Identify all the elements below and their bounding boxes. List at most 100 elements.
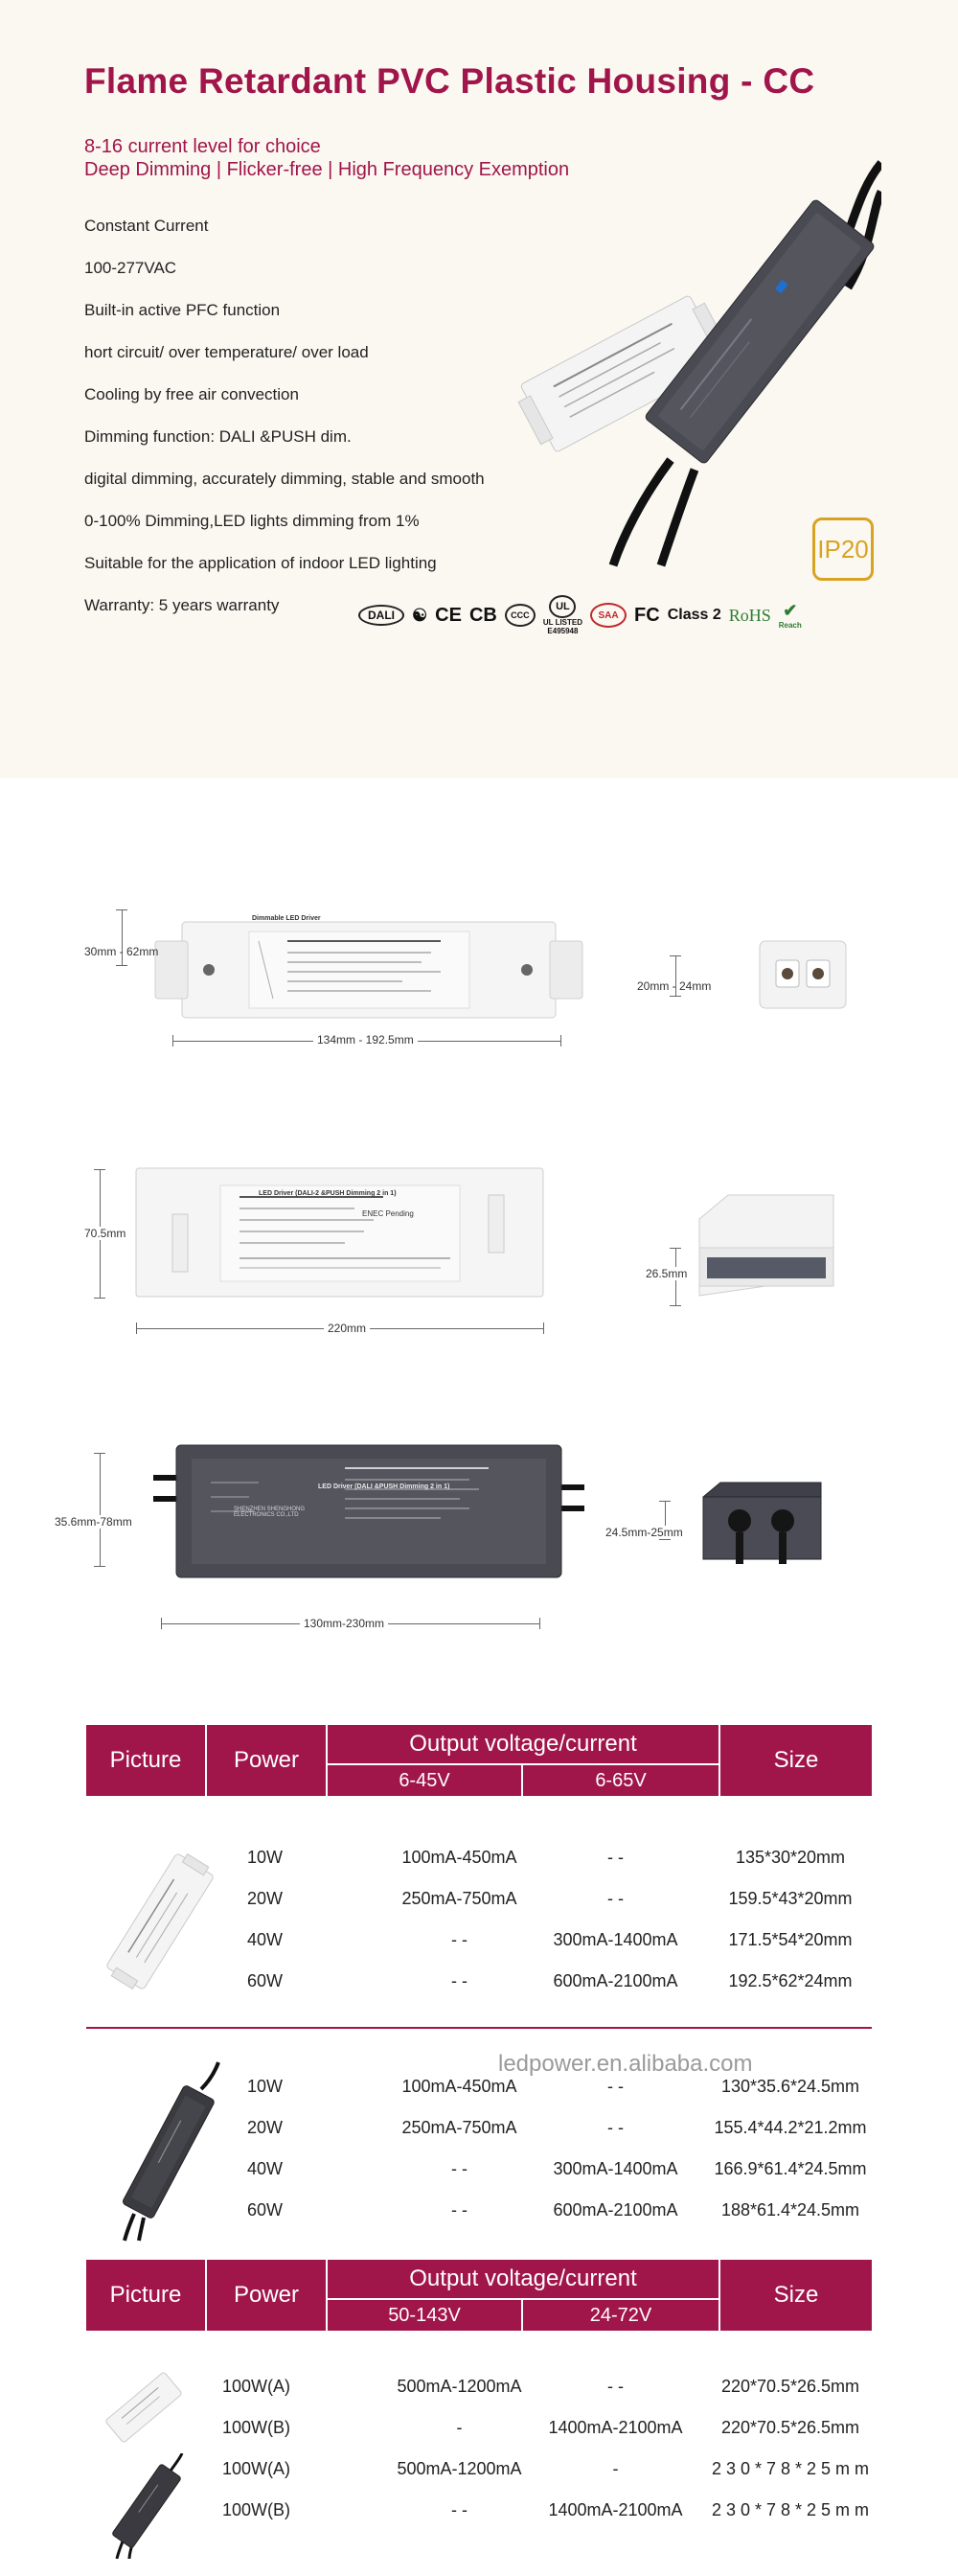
table-row-power: 10W [247,2077,284,2096]
table-row-size: 188*61.4*24.5mm [720,2200,860,2220]
header-range-1: 6-45V [399,1769,450,1791]
certification-row: DALI ☯ CE CB CCC UL UL LISTED E495948 SA… [358,595,876,635]
table-row-range-2: 600mA-2100mA [553,1971,678,1990]
feature-item: Dimming function: DALI &PUSH dim. [84,427,352,446]
table-row-range-1: - [456,2418,463,2437]
product-dark-large-driver-image [112,2453,184,2559]
driver-white-small-image [154,921,583,1019]
subtitle-levels: 8-16 current level for choice [84,136,321,157]
table-row-range-1: 500mA-1200mA [397,2459,522,2478]
table-row-range-1: - - [451,2159,468,2178]
feature-item: hort circuit/ over temperature/ over loa… [84,343,369,361]
dimension-label-width: 220mm [324,1322,371,1335]
product-white-large-driver-image [105,2372,182,2443]
reach-logo-icon: ✔ Reach [778,601,802,630]
table-row-range-1: - - [451,1930,468,1949]
table-row-range-1: - - [451,2500,468,2519]
product-dark-driver-image [123,2061,220,2242]
table-row-range-1: 100mA-450mA [401,1848,517,1867]
dimension-label-side: 20mm - 24mm [637,979,712,993]
spec-table-header-1: Picture Power Output voltage/current 6-4… [86,1725,872,1796]
table-row-power: 100W(B) [222,2418,291,2437]
driver-white-large-side-image [698,1194,834,1297]
header-power: Power [233,2282,300,2308]
dimension-label-height: 35.6mm-78mm [55,1515,132,1529]
table-row-range-1: - - [451,2200,468,2220]
class2-logo-icon: Class 2 [667,607,721,623]
driver-white-small-side-image [759,940,847,1009]
ce-logo-icon: CE [435,604,462,626]
table-row-power: 100W(A) [222,2459,291,2478]
table-row-size: 166.9*61.4*24.5mm [714,2159,867,2178]
table-row-power: 10W [247,1848,284,1867]
dimension-label-width: 134mm - 192.5mm [313,1033,418,1046]
table-row-range-2: 1400mA-2100mA [548,2500,683,2519]
table-row-size: 220*70.5*26.5mm [720,2377,860,2396]
table-row-size: 171.5*54*20mm [728,1930,853,1949]
header-output: Output voltage/current [409,2266,637,2291]
driver-dark-image [153,1444,584,1578]
driver-label-text: LED Driver (DALI &PUSH Dimming 2 in 1) [318,1484,450,1490]
table-row-size: 155.4*44.2*21.2mm [714,2118,867,2137]
table-row-power: 20W [247,2118,284,2137]
table-row-range-2: - - [607,1889,624,1908]
driver-label-text: SHENZHEN SHENGHONG ELECTRONICS CO.,LTD [234,1506,306,1518]
ul-listed-logo-icon: UL UL LISTED E495948 [543,595,582,635]
driver-white-large-image [135,1167,544,1298]
subtitle-features: Deep Dimming | Flicker-free | High Frequ… [84,159,570,180]
ip20-badge: IP20 [812,518,874,581]
table-row-range-2: - - [607,2077,624,2096]
table-row-size: 192.5*62*24mm [728,1971,853,1990]
spec-table-header-2: Picture Power Output voltage/current 50-… [86,2260,872,2331]
dimension-label-width: 130mm-230mm [300,1617,389,1630]
header-range-2: 24-72V [589,2304,652,2326]
dimension-label-side: 24.5mm-25mm [605,1526,683,1539]
ccc-logo-icon: CCC [504,604,536,627]
feature-item: 100-277VAC [84,259,177,277]
hero-product-image [517,160,881,567]
feature-item: Warranty: 5 years warranty [84,596,280,614]
table-row-power: 100W(A) [222,2377,291,2396]
header-output: Output voltage/current [409,1731,637,1757]
dimension-label-side: 26.5mm [646,1267,688,1280]
table-row-range-2: 300mA-1400mA [553,2159,678,2178]
product-white-driver-image [106,1852,214,1990]
table-row-range-2: - - [607,1848,624,1867]
table-row-size: 159.5*43*20mm [728,1889,853,1908]
table-row-range-1: 500mA-1200mA [397,2377,522,2396]
header-range-2: 6-65V [595,1769,647,1791]
table-row-power: 60W [247,2200,284,2220]
feature-item: 0-100% Dimming,LED lights dimming from 1… [84,512,420,530]
hero-section: Flame Retardant PVC Plastic Housing - CC… [0,0,958,778]
rcm-logo-icon: ☯ [412,605,428,625]
table-row-range-1: 100mA-450mA [401,2077,517,2096]
header-picture: Picture [109,1747,182,1773]
table-row-range-1: 250mA-750mA [401,1889,517,1908]
dimension-label-height: 70.5mm [84,1227,126,1240]
table-row-power: 40W [247,2159,284,2178]
table-row-size: 220*70.5*26.5mm [720,2418,860,2437]
feature-item: digital dimming, accurately dimming, sta… [84,470,485,488]
header-size: Size [773,1747,819,1773]
feature-item: Suitable for the application of indoor L… [84,554,437,572]
table-row-range-2: - - [607,2377,624,2396]
table-row-size: 130*35.6*24.5mm [720,2077,860,2096]
header-power: Power [233,1747,300,1773]
table-row-power: 40W [247,1930,284,1949]
driver-label-text: LED Driver (DALI-2 &PUSH Dimming 2 in 1) [259,1190,397,1197]
page-title: Flame Retardant PVC Plastic Housing - CC [84,61,815,101]
table-row-range-1: - - [451,1971,468,1990]
table-divider [86,2027,872,2029]
table-row-range-2: 600mA-2100mA [553,2200,678,2220]
feature-item: Built-in active PFC function [84,301,281,319]
dimension-label-height: 30mm - 62mm [84,945,159,958]
table-row-size: 135*30*20mm [735,1848,846,1867]
table-row-range-2: - [612,2459,619,2478]
table-row-range-2: - - [607,2118,624,2137]
watermark-text: ledpower.en.alibaba.com [498,2051,753,2077]
rohs-logo-icon: RoHS [728,605,771,625]
driver-label-text: ENEC Pending [362,1209,414,1218]
driver-dark-side-image [702,1482,822,1564]
table-row-range-2: 1400mA-2100mA [548,2418,683,2437]
table-row-power: 60W [247,1971,284,1990]
